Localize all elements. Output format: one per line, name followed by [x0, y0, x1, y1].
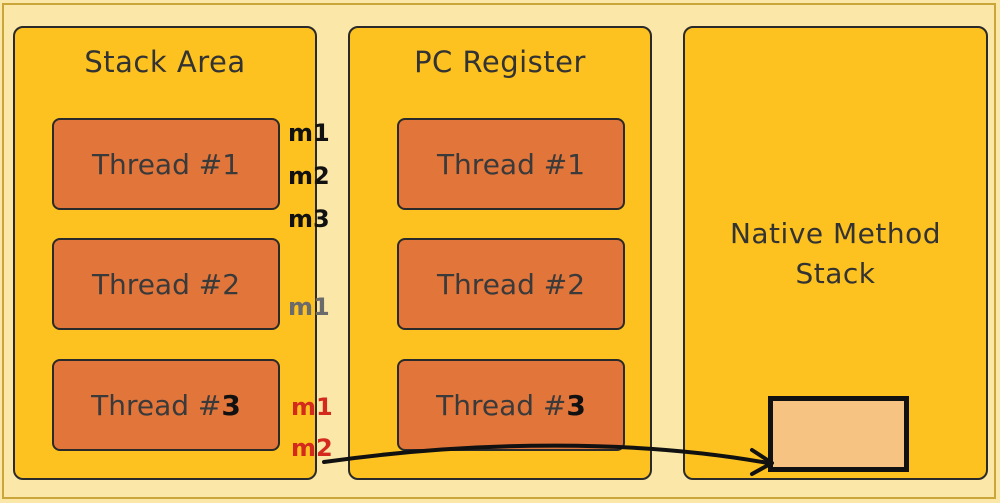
thread-number: 2	[567, 267, 586, 301]
method-label-t3-m2: m2	[291, 434, 333, 462]
stack-thread-2: Thread #2	[52, 238, 280, 330]
method-label-t1-m2: m2	[288, 162, 330, 190]
thread-label: Thread #	[436, 147, 568, 181]
thread-label: Thread #	[91, 147, 223, 181]
thread-label: Thread #	[436, 388, 567, 422]
stack-thread-3: Thread #3	[52, 359, 280, 451]
stack-thread-1: Thread #1	[52, 118, 280, 210]
method-label-t2-m1: m1	[288, 293, 330, 321]
method-label-t1-m3: m3	[288, 205, 330, 233]
thread-number: 1	[567, 147, 586, 181]
diagram-frame	[2, 3, 996, 499]
call-arrow-head	[750, 448, 774, 476]
native-method-frame	[768, 396, 909, 472]
call-arrow-line	[322, 443, 770, 465]
pc-thread-3: Thread #3	[397, 359, 625, 451]
thread-number: 3	[566, 388, 586, 422]
thread-number: 2	[222, 267, 241, 301]
thread-label: Thread #	[91, 388, 222, 422]
method-label-t3-m1: m1	[291, 393, 333, 421]
pc-register-title: PC Register	[414, 45, 586, 79]
thread-label: Thread #	[91, 267, 223, 301]
native-method-stack-title: Native Method Stack	[729, 217, 942, 290]
pc-thread-1: Thread #1	[397, 118, 625, 210]
pc-register-panel: PC Register Thread #1 Thread #2 Thread #…	[348, 26, 652, 480]
stack-area-panel: Stack Area Thread #1 Thread #2 Thread #3	[13, 26, 317, 480]
thread-label: Thread #	[436, 267, 568, 301]
stack-area-title: Stack Area	[84, 45, 246, 79]
thread-number: 1	[222, 147, 241, 181]
method-label-t1-m1: m1	[288, 119, 330, 147]
thread-number: 3	[221, 388, 241, 422]
pc-thread-2: Thread #2	[397, 238, 625, 330]
